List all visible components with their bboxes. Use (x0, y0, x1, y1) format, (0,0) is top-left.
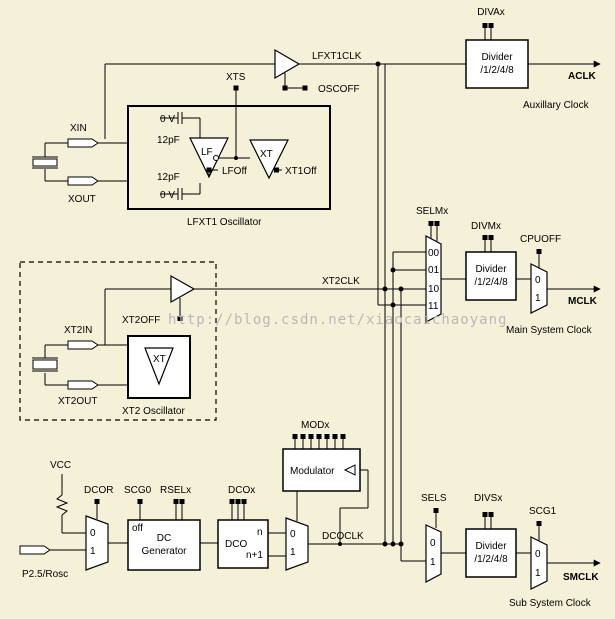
smclk-section: 0 1 SELS Divider /1/2/4/8 DIVSx 0 1 SCG1… (400, 493, 601, 609)
aclk-label: ACLK (568, 71, 597, 82)
dco-box (217, 519, 269, 569)
xt-lf-label: XT (260, 149, 273, 160)
aclk-section: Divider /1/2/4/8 DIVAx ACLK Auxillary Cl… (465, 7, 601, 111)
dco-label: DCO (225, 539, 247, 550)
dco-mux-0: 0 (290, 529, 296, 540)
divider-s-box (465, 528, 517, 578)
cpuoff-mux (530, 263, 548, 314)
mclk-section: 00 01 10 11 SELMx Divider /1/2/4/8 DIVMx… (416, 206, 601, 336)
xout-label: XOUT (68, 194, 96, 205)
sub-clock-label: Sub System Clock (509, 598, 592, 609)
selmx-mux (425, 235, 442, 323)
xt2clk-label: XT2CLK (322, 276, 360, 287)
lfxt1-oscillator: 0 V 12pF 0 V 12pF LF LFOff XT XT1Off LFX… (127, 105, 331, 228)
dcoclk-label: DCOCLK (322, 531, 364, 542)
sels-mux-0: 0 (430, 538, 436, 549)
dco-n-label: n (257, 527, 263, 538)
watermark: http://blog.csdn.net/xiaocaichaoyang (168, 312, 507, 328)
mux-00: 00 (428, 248, 440, 259)
scg0-label: SCG0 (124, 485, 152, 496)
mux-11: 11 (428, 301, 439, 312)
smclk-mux-1: 1 (535, 568, 541, 579)
xt2off-label: XT2OFF (122, 315, 160, 326)
xt2-osc-label: XT2 Oscillator (122, 406, 185, 417)
xin-xout-crystal: XIN XOUT (32, 123, 128, 205)
aux-clock-label: Auxillary Clock (523, 100, 590, 111)
p25rosc-label: P2.5/Rosc (22, 569, 68, 580)
mux-01: 01 (428, 265, 440, 276)
lfxt1-buffer: LFXT1CLK OSCOFF XTS (104, 48, 466, 160)
divider-m-label: Divider (475, 264, 507, 275)
scg1-mux (530, 536, 548, 590)
divider-a-ratio: /1/2/4/8 (480, 65, 514, 76)
xt-amp (249, 139, 289, 180)
smclk-label: SMCLK (563, 572, 599, 583)
dc-gen-label-2: Generator (141, 546, 187, 557)
modx-label: MODx (301, 420, 329, 431)
divider-s-ratio: /1/2/4/8 (474, 554, 508, 565)
xt2in-label: XT2IN (64, 325, 92, 336)
selmx-label: SELMx (416, 206, 448, 217)
dc-gen-label: DC (157, 533, 171, 544)
divax-label: DIVAx (477, 7, 505, 18)
divider-m-ratio: /1/2/4/8 (474, 277, 508, 288)
pf-top: 12pF (157, 135, 180, 146)
xt2-section: XT2CLK XT2OFF XT XT2 Oscillator XT2IN XT… (19, 261, 426, 421)
dco-mux (285, 517, 309, 571)
xt1off-label: XT1Off (285, 166, 317, 177)
divider-s-label: Divider (475, 541, 507, 552)
oscoff-label: OSCOFF (318, 84, 360, 95)
lfxt1-box (127, 105, 331, 210)
dcor-mux-1: 1 (90, 546, 96, 557)
sels-label: SELS (421, 493, 447, 504)
dco-n1-label: n+1 (246, 550, 263, 561)
off-label: off (132, 523, 143, 534)
zero-v-bottom: 0 V (160, 190, 175, 201)
divider-a-box (465, 39, 529, 89)
dco-section: VCC P2.5/Rosc 0 1 DCOR off DC Generator … (19, 420, 404, 580)
modulator-label: Modulator (290, 466, 335, 477)
mux-10: 10 (428, 284, 440, 295)
dcor-mux (85, 515, 109, 571)
divsx-label: DIVSx (474, 493, 502, 504)
sels-mux (425, 524, 442, 583)
vcc-label: VCC (50, 460, 71, 471)
mclk-label: MCLK (568, 296, 598, 307)
divider-m-box (465, 251, 517, 301)
cpuoff-label: CPUOFF (520, 234, 561, 245)
dcox-label: DCOx (228, 485, 255, 496)
smclk-mux-0: 0 (535, 549, 541, 560)
xin-label: XIN (70, 123, 87, 134)
xt2-dashed-box (19, 261, 217, 421)
pf-bottom: 12pF (157, 172, 180, 183)
dc-generator-box (127, 519, 201, 571)
lfxt1clk-label: LFXT1CLK (312, 51, 362, 62)
lf-label: LF (201, 147, 213, 158)
xt2out-label: XT2OUT (58, 396, 97, 407)
mclk-mux-1: 1 (535, 293, 541, 304)
lfxt1-osc-label: LFXT1 Oscillator (187, 217, 262, 228)
rselx-label: RSELx (160, 485, 191, 496)
divmx-label: DIVMx (471, 221, 501, 232)
dcor-mux-0: 0 (90, 528, 96, 539)
lfoff-label: LFOff (222, 166, 247, 177)
mclk-mux-0: 0 (535, 275, 541, 286)
xt2-xt-label: XT (153, 354, 166, 365)
dcor-label: DCOR (84, 485, 113, 496)
main-clock-label: Main System Clock (506, 325, 593, 336)
sels-mux-1: 1 (430, 557, 436, 568)
dco-mux-1: 1 (290, 547, 296, 558)
bus-lines (375, 61, 426, 544)
xts-label: XTS (226, 72, 246, 83)
scg1-label: SCG1 (529, 506, 557, 517)
zero-v-top: 0 V (160, 114, 175, 125)
divider-a-label: Divider (481, 52, 513, 63)
